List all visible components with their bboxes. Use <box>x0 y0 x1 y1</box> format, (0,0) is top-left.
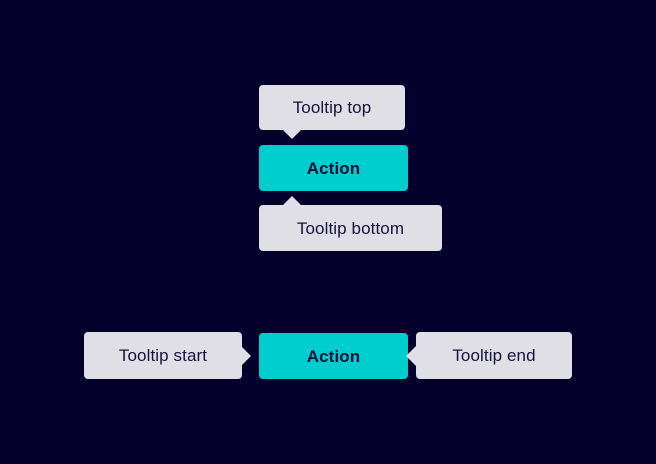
tooltip-end: Tooltip end <box>416 332 572 379</box>
tooltip-end-arrow-left-icon <box>406 346 416 366</box>
action-button-vertical[interactable]: Action <box>259 145 408 191</box>
tooltip-start-arrow-right-icon <box>241 346 251 366</box>
action-button-horizontal[interactable]: Action <box>259 333 408 379</box>
tooltip-bottom: Tooltip bottom <box>259 205 442 251</box>
tooltip-bottom-arrow-up-icon <box>282 196 302 206</box>
tooltip-top-arrow-down-icon <box>282 129 302 139</box>
tooltip-start: Tooltip start <box>84 332 242 379</box>
tooltip-top: Tooltip top <box>259 85 405 130</box>
